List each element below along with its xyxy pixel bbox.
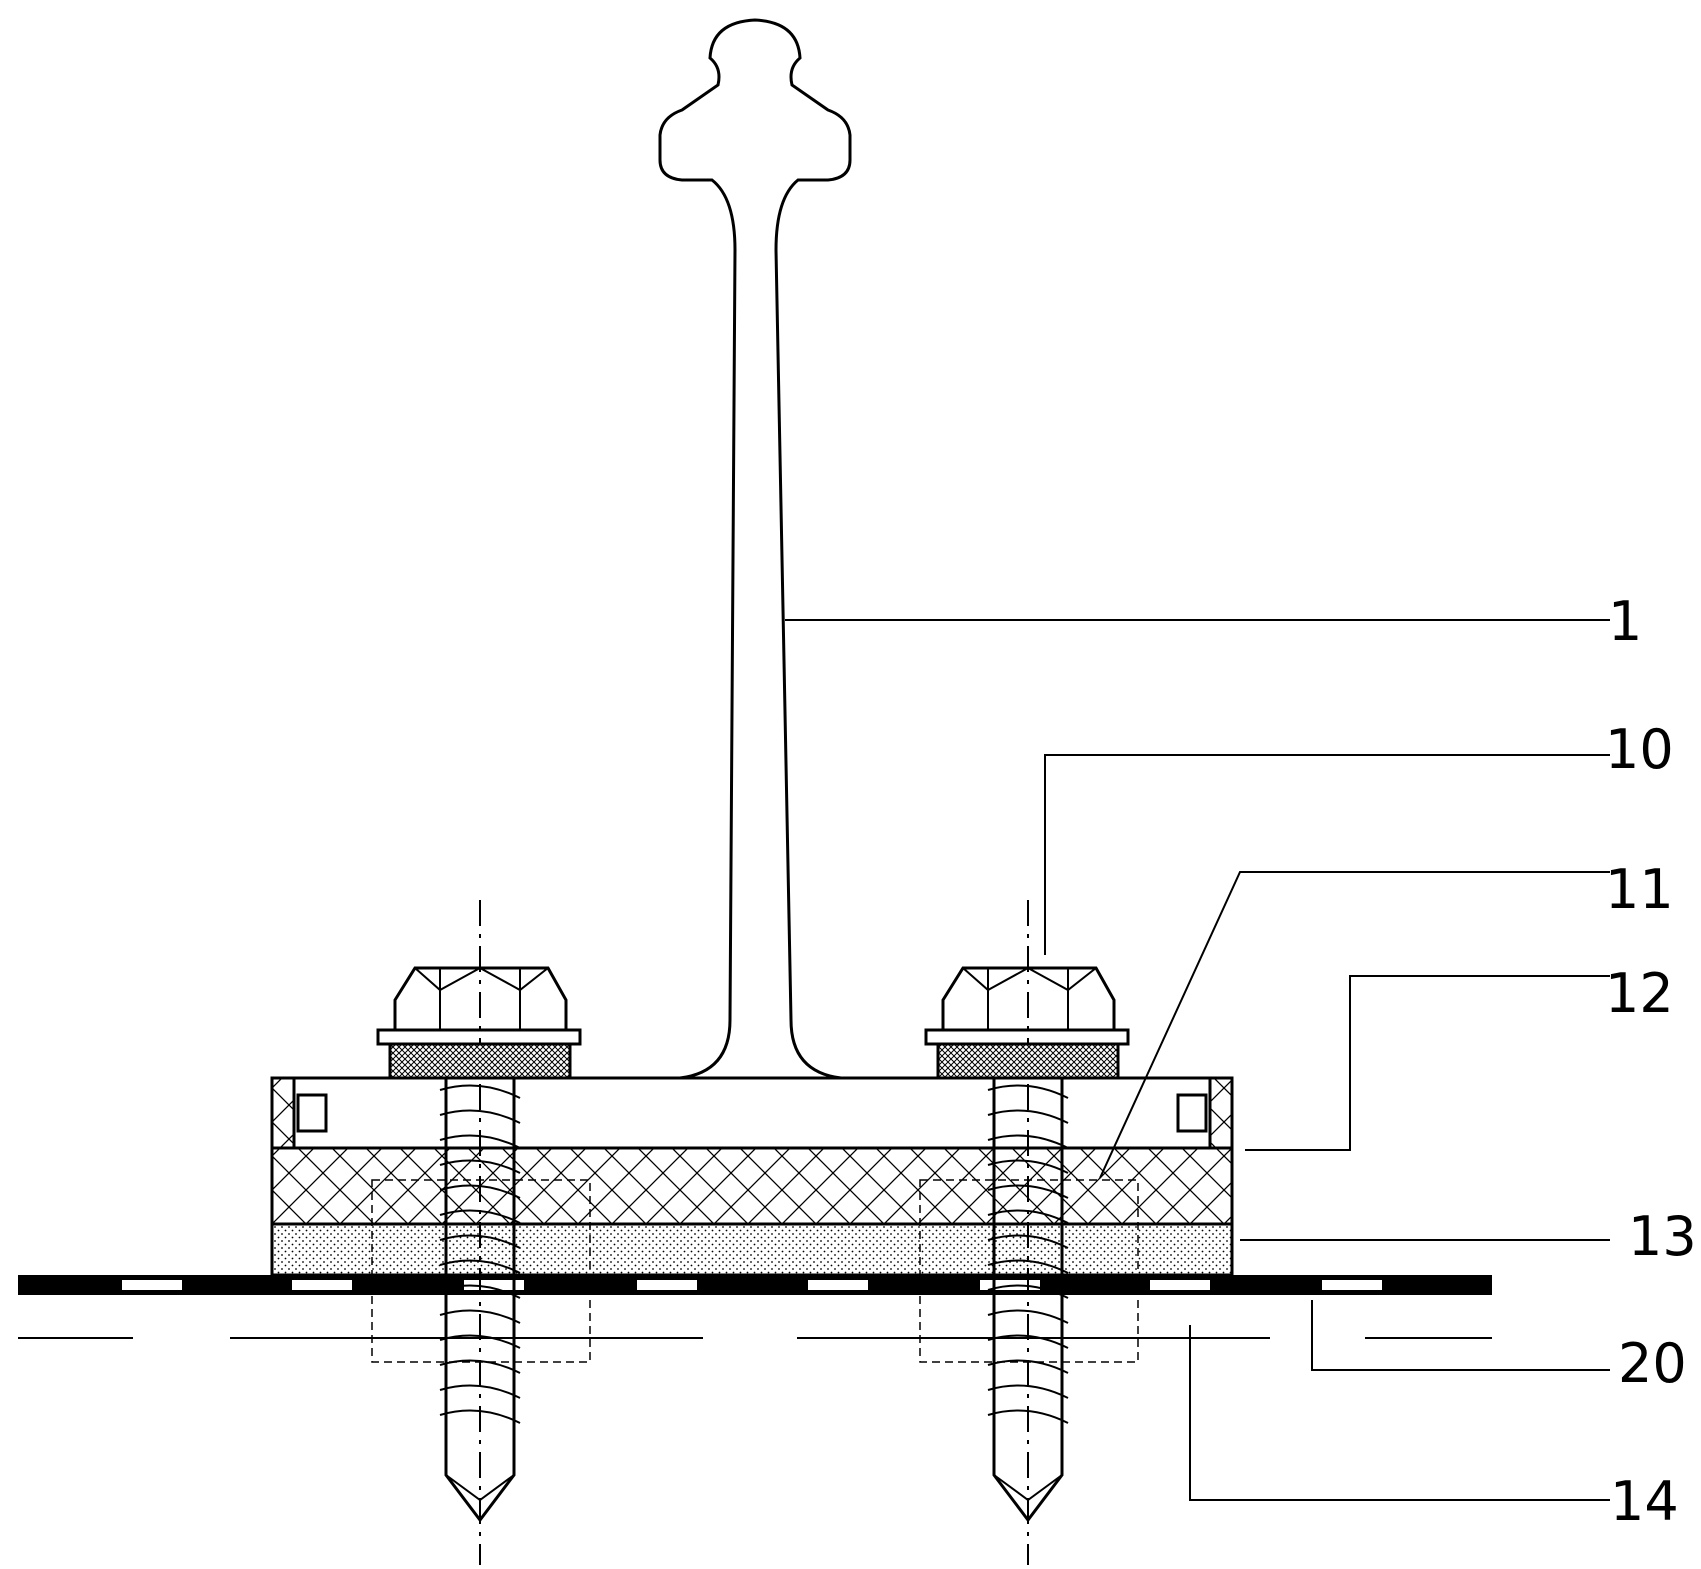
label-14: 14 xyxy=(1610,1470,1679,1533)
rib-profile xyxy=(658,18,852,1080)
screw-right xyxy=(919,900,1139,1565)
gasket-layer xyxy=(270,1146,1234,1226)
label-1: 1 xyxy=(1608,590,1642,653)
base-channel xyxy=(270,1076,1234,1150)
label-12: 12 xyxy=(1605,962,1674,1025)
label-10: 10 xyxy=(1605,718,1674,781)
reference-labels: 1 10 11 12 13 20 14 xyxy=(1605,590,1697,1533)
roof-sheet xyxy=(18,1275,1492,1295)
label-13: 13 xyxy=(1628,1205,1697,1268)
leader-lines xyxy=(785,619,1610,1501)
label-11: 11 xyxy=(1605,858,1674,921)
screw-left xyxy=(371,900,591,1565)
label-20: 20 xyxy=(1618,1332,1687,1395)
support-pad xyxy=(270,1222,1234,1277)
